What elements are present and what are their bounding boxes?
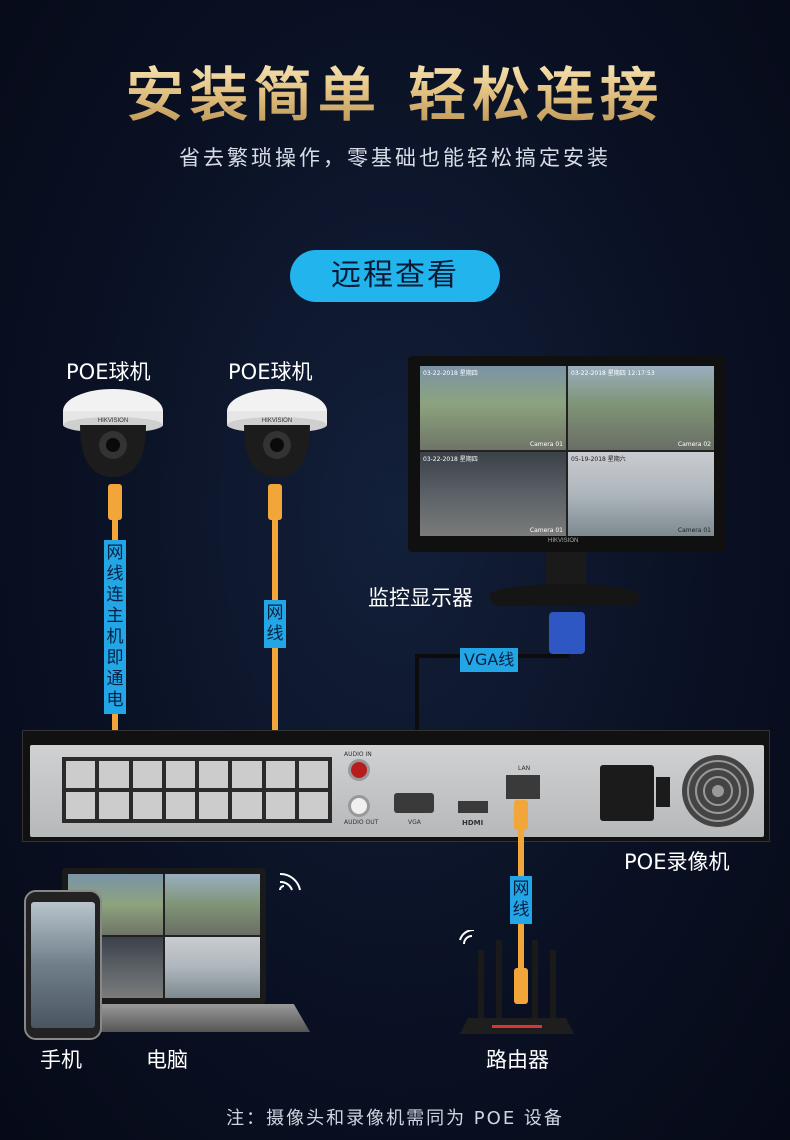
dome-camera-icon: HIKVISION	[63, 389, 163, 477]
poe-port-icon	[265, 761, 295, 788]
phone-label: 手机	[40, 1048, 82, 1072]
fan-icon	[682, 755, 754, 827]
poe-port-icon	[132, 761, 162, 788]
poe-port-icon	[66, 792, 96, 819]
vga-cable-tag: VGA线	[460, 648, 519, 672]
feed-tile: 03-22-2018 星期四 Camera 01	[420, 452, 566, 536]
power-switch-icon	[656, 777, 670, 807]
poe-port-icon	[99, 761, 129, 788]
feed-tile: 03-22-2018 星期四 Camera 01	[420, 366, 566, 450]
poe-port-icon	[199, 792, 229, 819]
poe-port-icon	[298, 761, 328, 788]
poe-port-icon	[99, 792, 129, 819]
lan-port-label: LAN	[518, 765, 531, 772]
camera-1-label: POE球机	[66, 360, 151, 384]
poe-port-icon	[165, 792, 195, 819]
page-title: 安装简单 轻松连接	[0, 48, 790, 132]
router-label: 路由器	[486, 1048, 549, 1072]
poe-port-icon	[232, 792, 262, 819]
page-subtitle: 省去繁琐操作，零基础也能轻松搞定安装	[179, 146, 611, 170]
camera-1-cable-tag: 网线连主机即通电	[104, 540, 126, 714]
feed-tile: 05-19-2018 星期六 Camera 01	[568, 452, 714, 536]
power-socket-icon	[600, 765, 654, 821]
poe-port-block	[62, 757, 332, 823]
poe-port-icon	[132, 792, 162, 819]
hdmi-port-icon	[458, 801, 488, 813]
hdmi-port-label: HDMI	[462, 819, 484, 827]
poe-port-icon	[265, 792, 295, 819]
poe-port-icon	[66, 761, 96, 788]
rj45-plug-icon	[514, 800, 528, 830]
poe-port-icon	[298, 792, 328, 819]
audio-in-label: AUDIO IN	[344, 751, 372, 758]
nvr-back-panel: AUDIO IN AUDIO OUT VGA HDMI LAN	[30, 745, 764, 837]
remote-view-badge: 远程查看	[290, 250, 500, 302]
vga-cable	[415, 654, 419, 760]
dome-camera-icon: HIKVISION	[227, 389, 327, 477]
camera-2-label: POE球机	[228, 360, 313, 384]
router-icon	[459, 930, 574, 1034]
wifi-icon	[279, 872, 301, 891]
router-cable-tag: 网线	[510, 876, 532, 924]
footer-note: 注：摄像头和录像机需同为 POE 设备	[226, 1108, 564, 1129]
monitor-stand-base	[490, 584, 640, 606]
camera-1-brand: HIKVISION	[98, 418, 128, 424]
camera-2-cable-tag: 网线	[264, 600, 286, 648]
rj45-plug-icon	[514, 968, 528, 1004]
poe-port-icon	[165, 761, 195, 788]
rj45-plug-icon	[108, 484, 122, 520]
poe-port-icon	[199, 761, 229, 788]
vga-port-icon	[394, 793, 434, 813]
vga-connector-icon	[549, 612, 585, 654]
laptop-label: 电脑	[146, 1048, 188, 1072]
monitor-stand-neck	[546, 552, 586, 586]
rj45-plug-icon	[268, 484, 282, 520]
monitor-brand: HIKVISION	[548, 538, 579, 544]
phone-screen	[31, 902, 95, 1028]
poe-port-icon	[232, 761, 262, 788]
feed-tile: 03-22-2018 星期四 12:17:53 Camera 02	[568, 366, 714, 450]
monitor: 03-22-2018 星期四 Camera 01 03-22-2018 星期四 …	[408, 356, 726, 552]
nvr-label: POE录像机	[624, 850, 730, 874]
audio-out-jack-icon	[348, 795, 370, 817]
lan-port-icon	[506, 775, 540, 799]
monitor-label: 监控显示器	[368, 586, 473, 610]
monitor-screen: 03-22-2018 星期四 Camera 01 03-22-2018 星期四 …	[420, 366, 714, 536]
camera-2-brand: HIKVISION	[262, 418, 292, 424]
phone-icon	[24, 890, 102, 1040]
audio-in-jack-icon	[348, 759, 370, 781]
vga-port-label: VGA	[408, 819, 421, 826]
audio-out-label: AUDIO OUT	[344, 819, 379, 826]
